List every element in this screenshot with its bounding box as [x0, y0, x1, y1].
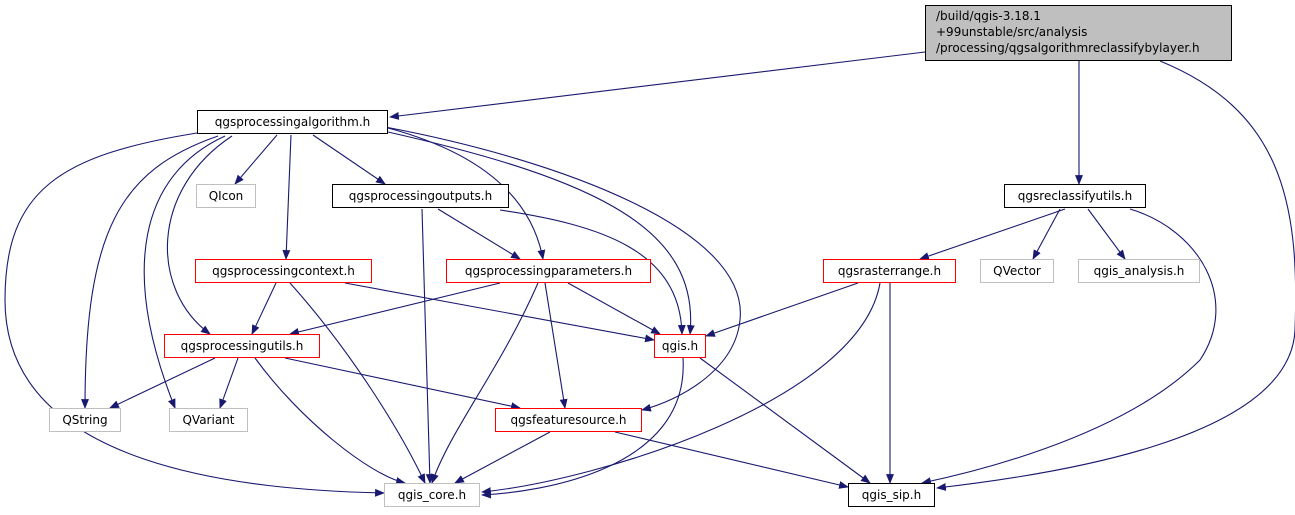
node-qgis-sip[interactable]: qgis_sip.h [848, 483, 935, 507]
edge-algorithm-to-utils [166, 135, 233, 335]
edge-main-to-qgis_sip [936, 60, 1295, 491]
edge-featuresource-to-qgis_core [454, 431, 551, 484]
edge-reclassifyutils-to-qgis_analysis [1087, 208, 1126, 260]
node-context[interactable]: qgsprocessingcontext.h [195, 259, 372, 283]
edge-utils-to-qstring [109, 357, 216, 409]
edge-reclassifyutils-to-qgis_sip [921, 208, 1217, 486]
edge-algorithm-to-parameters [387, 127, 546, 260]
node-reclassifyutils[interactable]: qgsreclassifyutils.h [1004, 184, 1146, 208]
node-featuresource[interactable]: qgsfeaturesource.h [495, 408, 642, 432]
edge-qgis-to-qgis_core [481, 357, 684, 499]
edge-parameters-to-utils [289, 282, 501, 336]
edge-utils-to-qvariant [219, 357, 239, 409]
edge-main-to-algorithm [389, 51, 926, 120]
node-qgis[interactable]: qgis.h [654, 334, 706, 358]
main-file-line-2: +99unstable/src/analysis [936, 25, 1088, 39]
edge-outputs-to-qgis [499, 209, 686, 335]
node-qvector: QVector [980, 259, 1054, 283]
node-main-file[interactable]: /build/qgis-3.18.1 +99unstable/src/analy… [925, 5, 1232, 61]
edge-utils-to-qgis_core [254, 357, 406, 485]
edge-qgis-to-qgis_sip [699, 357, 871, 484]
edge-algorithm-to-context [282, 134, 292, 260]
node-qvariant: QVariant [169, 408, 248, 432]
node-algorithm[interactable]: qgsprocessingalgorithm.h [197, 110, 388, 134]
edge-algorithm-to-outputs [312, 134, 386, 185]
edge-outputs-to-qgis_core [421, 208, 434, 484]
node-parameters[interactable]: qgsprocessingparameters.h [446, 259, 651, 283]
edge-rasterrange-to-qgis [705, 282, 859, 337]
edge-reclassifyutils-to-qvector [1032, 208, 1061, 260]
edge-outputs-to-parameters [437, 208, 521, 260]
node-outputs[interactable]: qgsprocessingoutputs.h [332, 184, 509, 208]
edge-algorithm-to-qgis_core [4, 132, 385, 497]
main-file-line-3: /processing/qgsalgorithmreclassifybylaye… [936, 41, 1200, 55]
node-qgis-core: qgis_core.h [384, 483, 480, 507]
edge-context-to-qgis [344, 282, 655, 343]
node-qstring: QString [49, 408, 121, 432]
node-qicon: QIcon [196, 184, 256, 208]
edge-reclassifyutils-to-rasterrange [919, 208, 1066, 260]
edge-algorithm-to-featuresource [384, 126, 741, 412]
edge-algorithm-to-qgis [387, 131, 695, 335]
edge-algorithm-to-qvariant [143, 135, 226, 409]
edge-algorithm-to-qicon [234, 134, 278, 185]
edge-featuresource-to-qgis_sip [614, 431, 849, 489]
edge-utils-to-featuresource [284, 357, 521, 411]
edge-parameters-to-featuresource [544, 282, 568, 409]
edge-parameters-to-qgis [567, 282, 661, 335]
node-utils[interactable]: qgsprocessingutils.h [164, 334, 320, 358]
edge-context-to-utils [251, 282, 277, 335]
edge-algorithm-to-qstring [81, 135, 219, 409]
edge-parameters-to-qgis_core [431, 282, 539, 484]
edge-context-to-qgis_core [289, 282, 426, 484]
edge-rasterrange-to-qgis_core [481, 282, 881, 496]
main-file-line-1: /build/qgis-3.18.1 [936, 9, 1041, 23]
node-qgis-analysis: qgis_analysis.h [1078, 259, 1200, 283]
node-rasterrange[interactable]: qgsrasterrange.h [823, 259, 956, 283]
